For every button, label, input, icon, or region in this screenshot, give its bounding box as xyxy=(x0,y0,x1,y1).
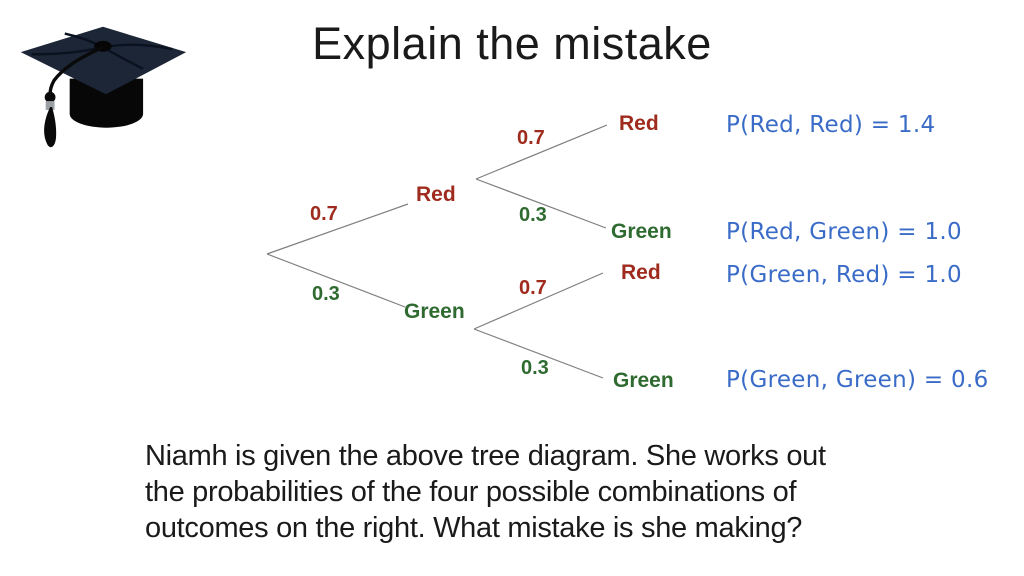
probability-equation: P(Red, Red) = 1.4 xyxy=(726,112,936,138)
branch-probability-label: 0.7 xyxy=(310,203,338,225)
question-text: Niamh is given the above tree diagram. S… xyxy=(145,438,826,546)
tree-branch-line xyxy=(266,203,409,255)
question-line: Niamh is given the above tree diagram. S… xyxy=(145,440,826,472)
branch-probability-label: 0.3 xyxy=(519,204,547,226)
outcome-label: Red xyxy=(416,183,456,206)
tree-branch-line xyxy=(475,124,608,180)
slide-title: Explain the mistake xyxy=(312,18,712,69)
tree-branch-line xyxy=(473,328,604,379)
graduation-cap-icon xyxy=(20,26,187,148)
question-line: outcomes on the right. What mistake is s… xyxy=(145,512,803,544)
outcome-label: Green xyxy=(613,369,674,392)
branch-probability-label: 0.7 xyxy=(517,127,545,149)
tree-branch-line xyxy=(475,178,607,229)
question-line: the probabilities of the four possible c… xyxy=(145,476,797,508)
branch-probability-label: 0.7 xyxy=(519,277,547,299)
tree-branch-line xyxy=(473,272,604,330)
probability-equation: P(Red, Green) = 1.0 xyxy=(726,219,962,245)
outcome-label: Green xyxy=(611,220,672,243)
probability-equation: P(Green, Red) = 1.0 xyxy=(726,262,962,288)
outcome-label: Green xyxy=(404,300,465,323)
probability-equation: P(Green, Green) = 0.6 xyxy=(726,367,989,393)
tree-branch-line xyxy=(266,253,406,308)
branch-probability-label: 0.3 xyxy=(521,357,549,379)
outcome-label: Red xyxy=(621,261,661,284)
outcome-label: Red xyxy=(619,112,659,135)
branch-probability-label: 0.3 xyxy=(312,283,340,305)
